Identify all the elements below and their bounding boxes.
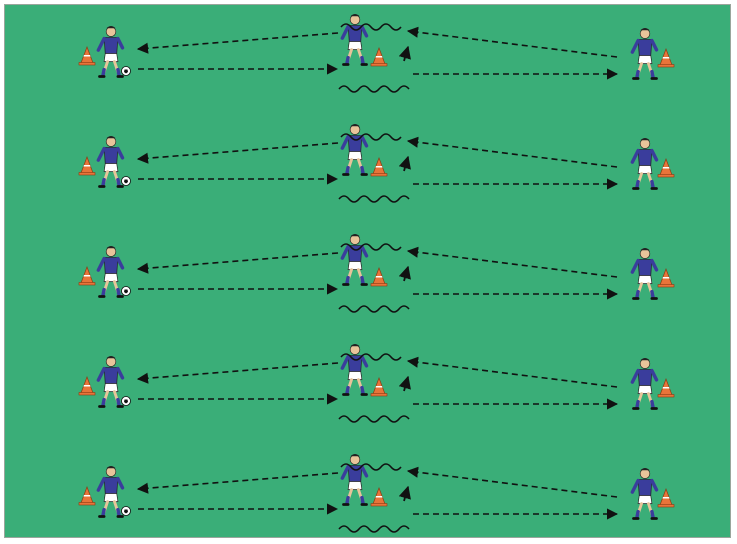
dashed-arrow-icon bbox=[406, 136, 618, 168]
dashed-arrow-icon bbox=[136, 32, 339, 54]
ball-icon bbox=[121, 396, 131, 406]
drill-diagram bbox=[4, 4, 731, 538]
drill-row bbox=[78, 12, 675, 93]
wavy-run-icon bbox=[338, 305, 410, 313]
pitch-background bbox=[5, 5, 730, 537]
dashed-arrow-icon bbox=[406, 356, 618, 388]
dashed-arrow-icon bbox=[406, 246, 618, 278]
wavy-run-icon bbox=[338, 525, 410, 533]
wavy-run-icon bbox=[340, 463, 402, 471]
wavy-run-icon bbox=[340, 243, 402, 251]
short-arrow-icon bbox=[398, 485, 411, 502]
drill-row bbox=[78, 232, 675, 313]
dashed-arrow-icon bbox=[136, 362, 339, 384]
wavy-run-icon bbox=[340, 23, 402, 31]
wavy-run-icon bbox=[340, 353, 402, 361]
wavy-run-icon bbox=[338, 85, 410, 93]
short-arrow-icon bbox=[398, 265, 411, 282]
ball-icon bbox=[121, 176, 131, 186]
drill-row bbox=[78, 122, 675, 203]
drill-row bbox=[78, 452, 675, 533]
short-arrow-icon bbox=[398, 155, 411, 172]
drill-row bbox=[78, 342, 675, 423]
pitch-canvas bbox=[5, 5, 730, 537]
short-arrow-icon bbox=[398, 45, 411, 62]
ball-icon bbox=[121, 66, 131, 76]
dashed-arrow-icon bbox=[406, 26, 618, 58]
dashed-arrow-icon bbox=[136, 472, 339, 494]
wavy-run-icon bbox=[338, 195, 410, 203]
dashed-arrow-icon bbox=[136, 252, 339, 274]
dashed-arrow-icon bbox=[136, 142, 339, 164]
wavy-run-icon bbox=[340, 133, 402, 141]
ball-icon bbox=[121, 506, 131, 516]
ball-icon bbox=[121, 286, 131, 296]
short-arrow-icon bbox=[398, 375, 411, 392]
dashed-arrow-icon bbox=[406, 466, 618, 498]
wavy-run-icon bbox=[338, 415, 410, 423]
